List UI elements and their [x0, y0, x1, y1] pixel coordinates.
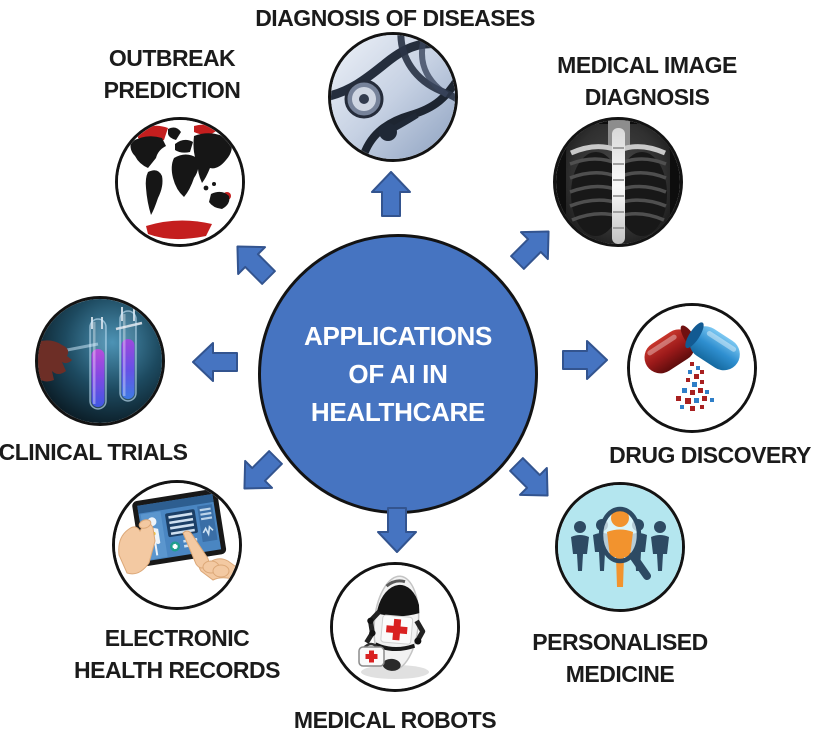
- robot-icon: [333, 565, 457, 689]
- label-medical-image-diagnosis: MEDICAL IMAGE DIAGNOSIS: [557, 49, 737, 113]
- label-personalised-medicine: PERSONALISED MEDICINE: [532, 626, 708, 690]
- electronic-health-records-circle: [112, 480, 242, 610]
- label-line: MEDICINE: [565, 661, 675, 687]
- label-electronic-health-records: ELECTRONIC HEALTH RECORDS: [74, 622, 280, 686]
- label-drug-discovery: DRUG DISCOVERY: [609, 439, 811, 471]
- arrow-up-left-icon: [236, 245, 276, 285]
- outbreak-prediction-circle: [115, 117, 245, 247]
- arrow-left-icon: [192, 342, 238, 382]
- test-tubes-icon: [38, 299, 162, 423]
- personalised-medicine-circle: [555, 482, 685, 612]
- arrow-up-right-icon: [510, 230, 550, 270]
- label-line: MEDICAL ROBOTS: [293, 707, 497, 733]
- label-line: DIAGNOSIS OF DISEASES: [255, 5, 535, 31]
- title-line-2: OF AI IN: [348, 359, 448, 389]
- arrow-down-left-icon: [243, 450, 283, 490]
- title-line-3: HEALTHCARE: [310, 397, 486, 427]
- stethoscope-icon: [331, 35, 455, 159]
- label-line: ELECTRONIC: [104, 625, 250, 651]
- label-clinical-trials: CLINICAL TRIALS: [0, 436, 188, 468]
- drug-discovery-circle: [627, 303, 757, 433]
- label-line: DRUG DISCOVERY: [609, 442, 811, 468]
- world-map-icon: [118, 120, 242, 244]
- clinical-trials-circle: [35, 296, 165, 426]
- chest-xray-icon: [556, 120, 680, 244]
- label-line: MEDICAL IMAGE: [557, 52, 737, 78]
- diagram-title: APPLICATIONS OF AI IN HEALTHCARE: [304, 317, 492, 431]
- label-medical-robots: MEDICAL ROBOTS: [293, 704, 497, 735]
- label-line: CLINICAL TRIALS: [0, 439, 188, 465]
- diagnosis-of-diseases-circle: [328, 32, 458, 162]
- label-line: PERSONALISED: [532, 629, 708, 655]
- title-line-1: APPLICATIONS: [303, 321, 493, 351]
- capsule-icon: [630, 306, 754, 430]
- label-line: HEALTH RECORDS: [74, 657, 280, 683]
- magnifier-people-icon: [558, 485, 682, 609]
- center-circle: APPLICATIONS OF AI IN HEALTHCARE: [258, 234, 538, 514]
- arrow-down-right-icon: [509, 457, 549, 497]
- medical-robots-circle: [330, 562, 460, 692]
- arrow-down-icon: [377, 507, 417, 553]
- arrow-up-icon: [371, 171, 411, 217]
- tablet-hands-icon: [115, 483, 239, 607]
- label-diagnosis-of-diseases: DIAGNOSIS OF DISEASES: [255, 2, 535, 34]
- label-line: OUTBREAK: [108, 45, 236, 71]
- label-line: PREDICTION: [103, 77, 241, 103]
- label-line: DIAGNOSIS: [584, 84, 710, 110]
- arrow-right-icon: [562, 340, 608, 380]
- label-outbreak-prediction: OUTBREAK PREDICTION: [104, 42, 241, 106]
- medical-image-diagnosis-circle: [553, 117, 683, 247]
